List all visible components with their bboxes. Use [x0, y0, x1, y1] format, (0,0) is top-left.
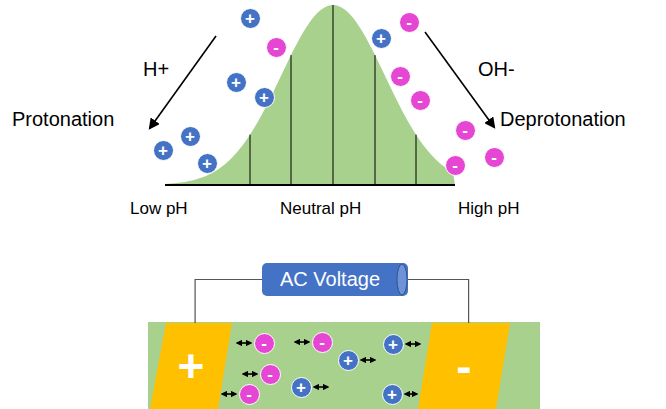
- anion: -: [410, 90, 431, 111]
- polarity-sign: -: [456, 343, 471, 389]
- charge-sign: +: [245, 10, 255, 27]
- anion: -: [260, 364, 281, 385]
- electrode-plate: [418, 323, 510, 409]
- motion-arrow: [295, 341, 309, 343]
- motion-arrow: [405, 393, 417, 395]
- cation: +: [371, 28, 392, 49]
- curve-divider: [291, 55, 292, 185]
- charge-sign: -: [246, 386, 252, 403]
- charge-sign: -: [397, 68, 403, 85]
- wire: [408, 280, 469, 324]
- wire: [195, 280, 262, 324]
- axis-label: Neutral pH: [280, 200, 361, 219]
- motion-arrow: [406, 343, 420, 345]
- anion: -: [312, 332, 333, 353]
- electrode: +: [150, 323, 232, 409]
- motion-arrow: [243, 373, 257, 375]
- charge-sign: +: [296, 379, 306, 396]
- anion: -: [484, 147, 505, 168]
- cation: +: [338, 350, 359, 371]
- charge-sign: +: [259, 89, 269, 106]
- charge-sign: -: [452, 157, 458, 174]
- anion: -: [390, 66, 411, 87]
- protonation-arrow: [150, 36, 216, 128]
- axis-label: High pH: [458, 200, 519, 219]
- source-label: AC Voltage: [280, 268, 380, 291]
- cylinder-cap: [396, 263, 408, 296]
- charge-sign: +: [202, 155, 212, 172]
- anion: -: [455, 120, 476, 141]
- gel-band: [148, 322, 540, 409]
- cation: +: [153, 140, 174, 161]
- curve-divider: [250, 135, 251, 185]
- process-label: H+: [143, 58, 169, 80]
- motion-arrow: [222, 393, 236, 395]
- charge-sign: -: [462, 122, 468, 139]
- motion-arrow: [237, 342, 251, 344]
- ph-axis: [165, 184, 455, 186]
- cation: +: [254, 87, 275, 108]
- process-label: Protonation: [12, 108, 114, 130]
- charge-sign: +: [376, 30, 386, 47]
- cation: +: [382, 384, 403, 405]
- curve-divider: [416, 135, 417, 185]
- anion: -: [266, 37, 287, 58]
- curve-divider: [375, 55, 376, 185]
- charge-sign: -: [491, 149, 497, 166]
- curve-dividers: [250, 5, 416, 185]
- cylinder-end: [397, 264, 407, 295]
- bell-curve: [165, 5, 455, 185]
- charge-sign: -: [319, 334, 325, 351]
- electrode-plate: [150, 323, 232, 409]
- cation: +: [291, 377, 312, 398]
- anion: -: [239, 384, 260, 405]
- anion: -: [254, 333, 275, 354]
- cation: +: [383, 334, 404, 355]
- charge-sign: -: [261, 335, 267, 352]
- charge-sign: +: [231, 74, 241, 91]
- charge-sign: +: [185, 128, 195, 145]
- charge-sign: +: [387, 386, 397, 403]
- charge-sign: -: [417, 92, 423, 109]
- motion-arrow: [314, 386, 328, 388]
- charge-sign: -: [406, 14, 412, 31]
- charge-sign: +: [343, 352, 353, 369]
- cation: +: [240, 8, 261, 29]
- cation: +: [180, 126, 201, 147]
- cation: +: [226, 72, 247, 93]
- anion: -: [399, 12, 420, 33]
- axis-label: Low pH: [130, 200, 188, 219]
- ac-source: AC Voltage: [262, 263, 408, 296]
- motion-arrow: [361, 359, 375, 361]
- electrode: -: [418, 323, 510, 409]
- polarity-sign: +: [178, 343, 205, 389]
- charge-sign: -: [273, 39, 279, 56]
- cation: +: [197, 153, 218, 174]
- charge-sign: -: [267, 366, 273, 383]
- charge-sign: +: [388, 336, 398, 353]
- charge-sign: +: [158, 142, 168, 159]
- anion: -: [445, 155, 466, 176]
- process-label: OH-: [478, 58, 515, 80]
- process-label: Deprotonation: [500, 108, 626, 130]
- curve-divider: [333, 5, 334, 185]
